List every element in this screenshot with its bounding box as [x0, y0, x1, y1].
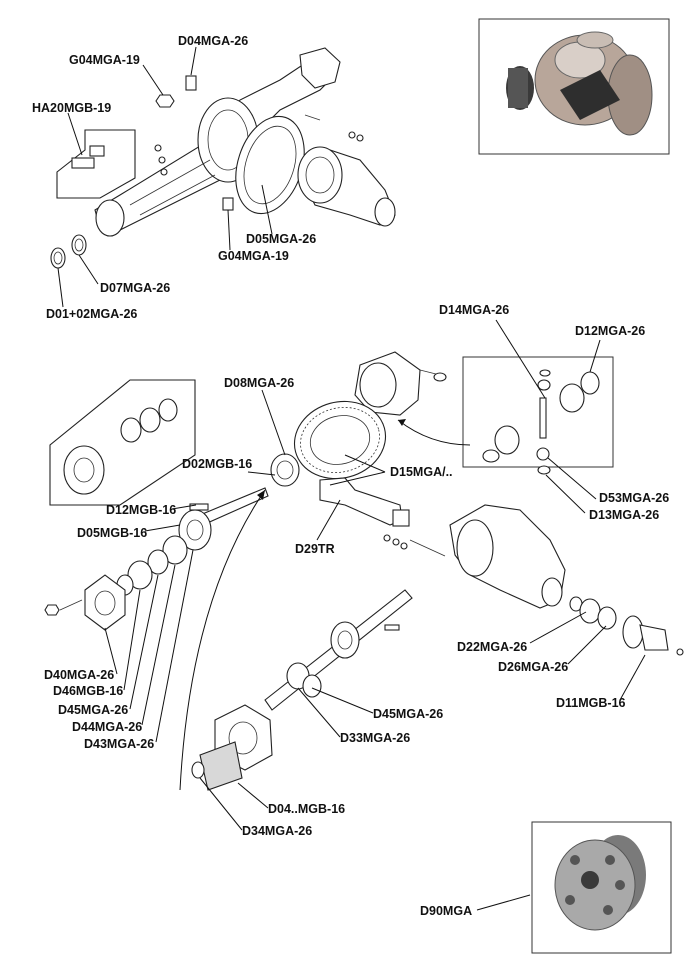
label-d05mga26-top: D05MGA-26 [246, 232, 316, 246]
hub-washers [50, 234, 87, 269]
label-d11mgb16: D11MGB-16 [556, 696, 626, 710]
label-d46mgb16: D46MGB-16 [53, 684, 123, 698]
label-d15mga: D15MGA/.. [390, 465, 453, 479]
label-g04mga19-top: G04MGA-19 [69, 53, 140, 67]
hub-bearing-inset [49, 379, 196, 506]
assembly-arrow [179, 489, 266, 791]
axle-housing [94, 47, 341, 237]
part-labels: D04MGA-26 G04MGA-19 HA20MGB-19 D05MGA-26… [32, 34, 669, 918]
differential-gears-inset [397, 356, 614, 475]
label-d53mga26: D53MGA-26 [599, 491, 669, 505]
gasket [235, 115, 305, 215]
label-d29tr: D29TR [295, 542, 335, 556]
breather-inset [56, 129, 136, 199]
label-d08mga26: D08MGA-26 [224, 376, 294, 390]
label-d07mga26: D07MGA-26 [100, 281, 170, 295]
diff-carrier-right [383, 504, 566, 609]
label-d05mgb16: D05MGB-16 [77, 526, 147, 540]
label-d43mga26: D43MGA-26 [84, 737, 154, 751]
label-d44mga26: D44MGA-26 [72, 720, 142, 734]
label-d90mga: D90MGA [420, 904, 472, 918]
left-halfshaft [44, 487, 269, 631]
label-d22mga26: D22MGA-26 [457, 640, 527, 654]
differential-carrier-top [297, 146, 396, 227]
differential-photo-top [478, 18, 670, 155]
pinion-d29tr [319, 477, 410, 527]
label-d12mgb16: D12MGB-16 [106, 503, 176, 517]
label-d13mga26: D13MGA-26 [589, 508, 659, 522]
label-ha20mgb19: HA20MGB-19 [32, 101, 111, 115]
label-d01-02mga26: D01+02MGA-26 [46, 307, 137, 321]
label-d14mga26: D14MGA-26 [439, 303, 509, 317]
label-d34mga26: D34MGA-26 [242, 824, 312, 838]
label-d45mga26-left: D45MGA-26 [58, 703, 128, 717]
label-d04mgb16: D04..MGB-16 [268, 802, 345, 816]
label-d12mga26: D12MGA-26 [575, 324, 645, 338]
differential-case [354, 351, 447, 416]
housing-small-parts [154, 75, 364, 211]
label-d02mgb16: D02MGB-16 [182, 457, 252, 471]
label-d04mga26-top: D04MGA-26 [178, 34, 248, 48]
label-d45mga26-right: D45MGA-26 [373, 707, 443, 721]
pinion-flange-parts [569, 596, 684, 656]
label-d33mga26: D33MGA-26 [340, 731, 410, 745]
bearing-d08 [270, 453, 300, 487]
label-d40mga26: D40MGA-26 [44, 668, 114, 682]
label-d26mga26: D26MGA-26 [498, 660, 568, 674]
limited-slip-diff-photo [531, 821, 672, 954]
leader-lines [57, 46, 646, 911]
crown-wheel [293, 400, 387, 480]
lower-halfshaft [191, 589, 413, 791]
label-g04mga19-mid: G04MGA-19 [218, 249, 289, 263]
